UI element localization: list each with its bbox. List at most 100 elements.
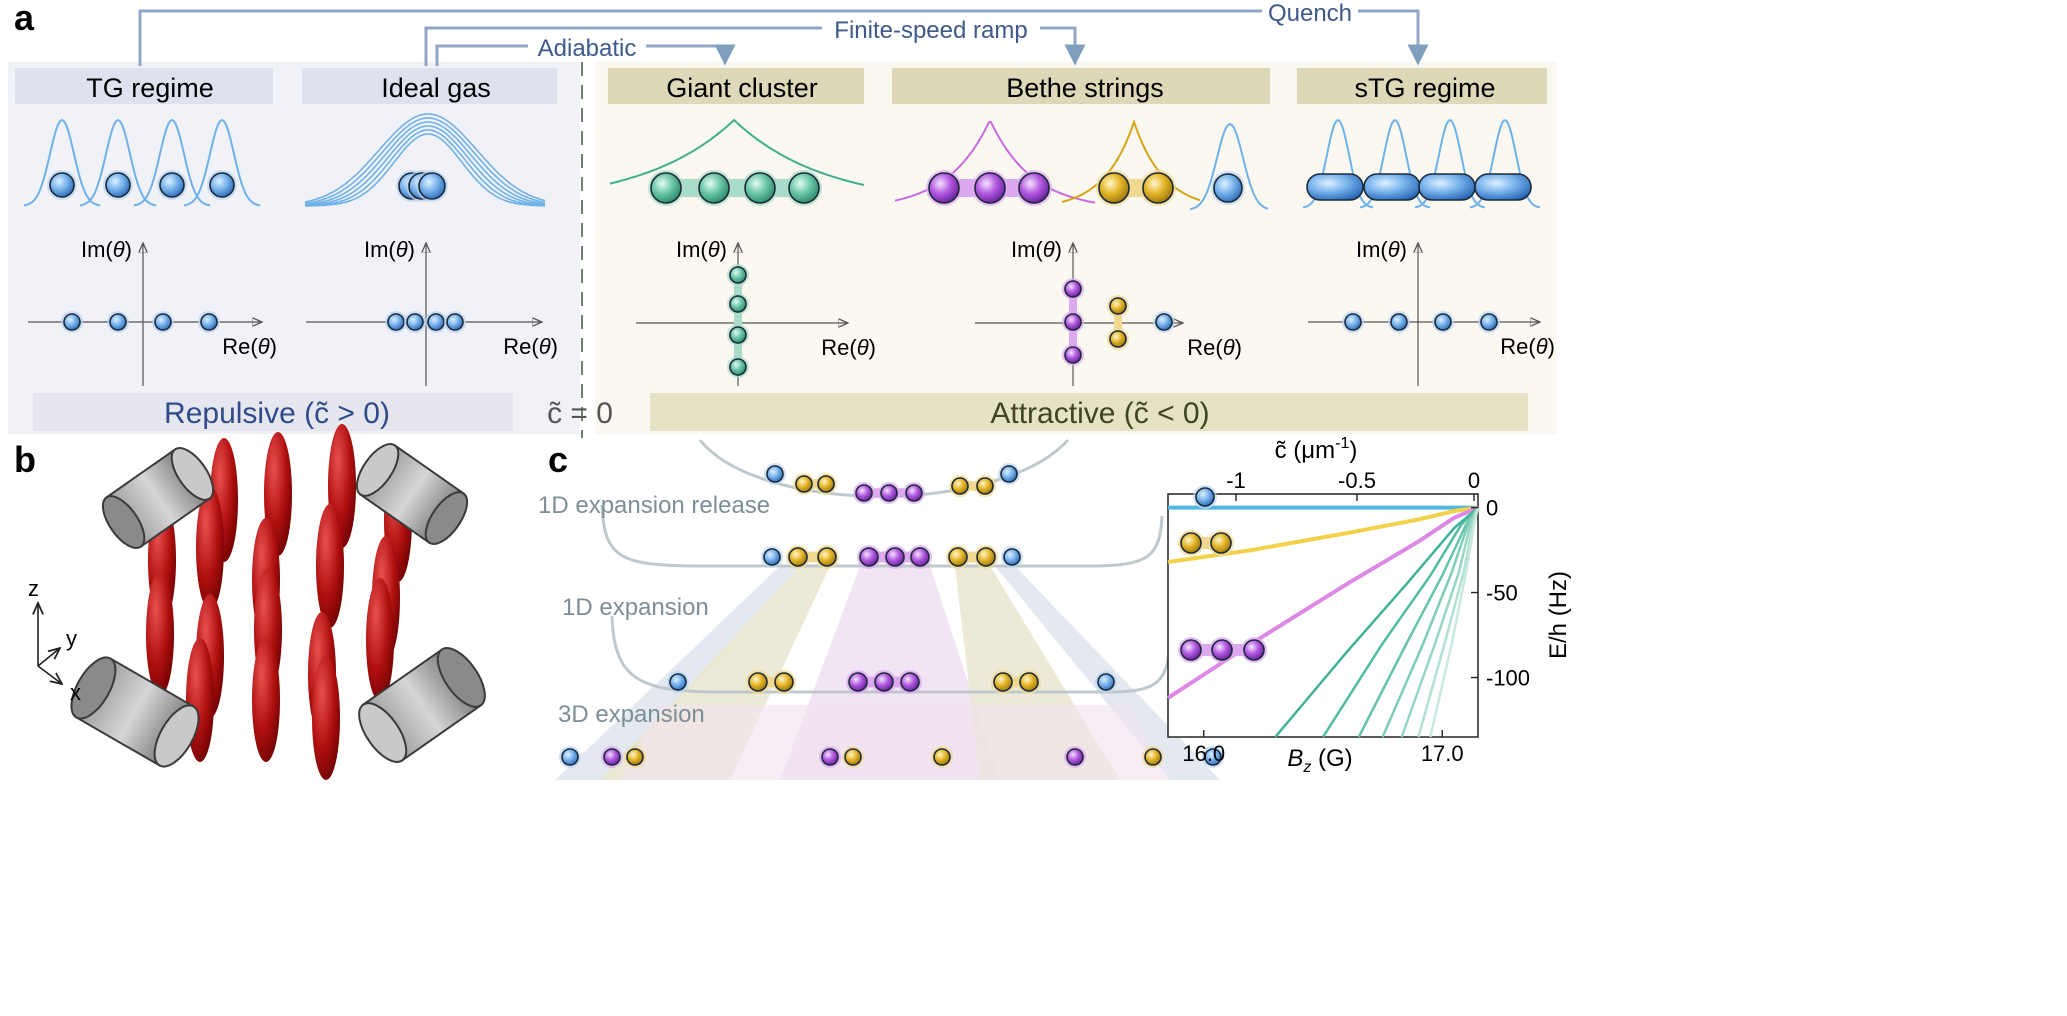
rapidity-diagrams: Im(θ)Re(θ)Im(θ)Re(θ)Im(θ)Re(θ)Im(θ)Re(θ)… [28,237,1555,386]
coordinate-axes [38,603,62,684]
tg-wavefunction [79,118,157,207]
row3-particle [844,748,862,766]
adiabatic-label: Adiabatic [538,35,637,62]
stg-rapidity [1434,313,1452,331]
protocol-connectors [138,9,1429,66]
purple-string-atom [928,172,960,204]
top-tick-label: -1 [1226,468,1246,493]
cluster-re-label: Re(θ) [821,335,876,360]
row2-gold-atom [993,672,1013,692]
bottom-axis-label: Bz (G) [1287,745,1352,776]
stg-header-box [1297,68,1547,104]
energy-curves [1166,505,1480,738]
cluster-atom [744,172,776,204]
release-single-atom [1000,465,1018,483]
purple-rapidity [1064,313,1082,331]
release-purple-atom [855,484,873,502]
row3-particle [933,748,951,766]
stg-im-label: Im(θ) [1356,237,1407,262]
row1-gold-atom [948,547,968,567]
ideal-wavefunction [304,129,546,207]
ideal-wavefunction [305,133,545,207]
ideal-wavefunction [304,121,546,206]
tg-atom [49,172,75,198]
bethe-header-box [892,68,1270,104]
row1-purple-atom [910,547,930,567]
laser-beams [70,443,486,768]
particle-sketches [47,170,1532,206]
row3-particle [821,748,839,766]
cluster-atom [650,172,682,204]
tg-atom [159,172,185,198]
lattice-tube [312,656,340,780]
ramp-label: Finite-speed ramp [834,17,1027,44]
top-tick-label: -0.5 [1338,468,1376,493]
lattice-tube [316,504,344,628]
panel-a-label: a [14,0,35,38]
tg-im-label: Im(θ) [81,237,132,262]
release-gold-atom [817,475,835,493]
cluster-atom [698,172,730,204]
expansion-beam [620,705,1170,780]
lattice-tube [252,638,280,762]
row3-particle [603,748,621,766]
ideal-title: Ideal gas [381,73,491,103]
tg-atom [105,172,131,198]
row1-purple-atom [859,547,879,567]
beam-bottom-left [70,656,200,768]
stg-molecule [1363,173,1421,201]
row3-particle [1144,748,1162,766]
stg-molecule [1306,173,1364,201]
row2-single [669,673,687,691]
stg-title: sTG regime [1354,73,1495,103]
inset-particles [1178,485,1267,663]
axis-z: z [28,576,39,601]
ideal-wavefunction [304,117,546,205]
box-trap-expansion [610,615,1172,694]
row2-purple-atom [900,672,920,692]
right-axis-label: E/h (Hz) [1545,571,1572,659]
zero-label: c̃ = 0 [547,397,613,430]
stg-molecule [1474,173,1532,201]
release-purple-atom [880,484,898,502]
row3-particle [1066,748,1084,766]
tg-rapidity [200,313,218,331]
attractive-background [595,62,1557,434]
release-purple-atom [905,484,923,502]
stg-rapidity [1480,313,1498,331]
tg-title: TG regime [86,73,214,103]
lattice-tube [366,578,394,702]
cluster-rapidity [729,266,747,284]
purple-string-atom [974,172,1006,204]
energy-curve [1381,506,1480,738]
axis-x: x [70,680,81,705]
repulsive-label-box [33,393,513,431]
right-tick-label: 0 [1486,496,1498,521]
row2-purple-atom [848,672,868,692]
row2-gold-atom [748,672,768,692]
bethe-title: Bethe strings [1006,73,1164,103]
repulsive-background [8,62,580,434]
bethe-im-label: Im(θ) [1011,237,1062,262]
bethe-re-label: Re(θ) [1187,335,1242,360]
ideal-wavefunction [304,113,546,203]
inset-purple-atom [1243,639,1265,661]
beam-bottom-right [358,647,486,763]
energy-curve [1321,506,1479,738]
inset-gold-atom [1210,532,1232,554]
energy-curve [1167,505,1479,564]
gold-string-atom [1098,172,1130,204]
quench-label: Quench [1268,0,1352,27]
cluster-title: Giant cluster [666,73,818,103]
ideal-re-label: Re(θ) [503,334,558,359]
tg-rapidity [63,313,81,331]
tg-atom [209,172,235,198]
purple-string-atom [1018,172,1050,204]
inset-frame [1167,493,1479,738]
stg-rapidity [1344,313,1362,331]
ideal-wavefunction [304,125,546,207]
inset-gold-atom [1180,532,1202,554]
bottom-tick-label: 17.0 [1421,741,1464,766]
